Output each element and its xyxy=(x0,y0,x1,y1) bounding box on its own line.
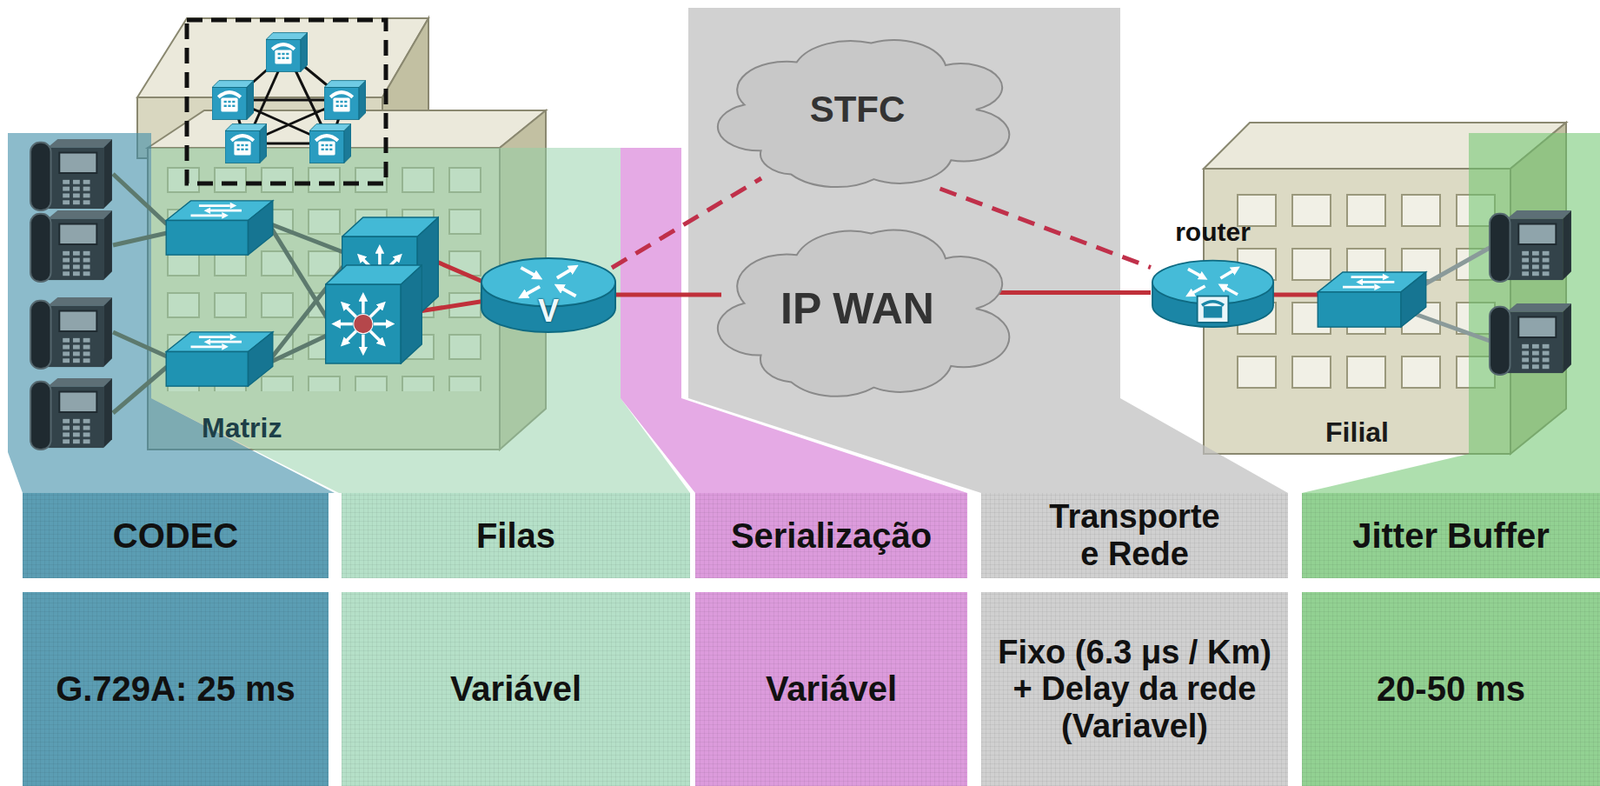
node-label: IP WAN xyxy=(780,284,935,333)
header-band: Filas xyxy=(341,492,691,578)
wan-link xyxy=(995,290,1151,295)
node-label: Fixo (6.3 μs / Km) + Delay da rede (Vari… xyxy=(988,633,1282,745)
voice-router xyxy=(481,258,616,332)
node-label: Transporte e Rede xyxy=(1039,497,1231,572)
value-band: 20-50 ms xyxy=(1301,591,1600,786)
delay-regions xyxy=(7,7,1600,493)
queue-region xyxy=(151,147,691,493)
building: Filial xyxy=(1203,168,1511,454)
node-label: Jitter Buffer xyxy=(1352,516,1550,556)
access-switch xyxy=(165,200,273,255)
value-band: Fixo (6.3 μs / Km) + Delay da rede (Vari… xyxy=(981,591,1288,786)
node-label: Variável xyxy=(765,669,897,709)
node-label: router xyxy=(1150,217,1275,247)
header-band: Transporte e Rede xyxy=(981,492,1288,578)
call-manager-cluster xyxy=(186,19,386,184)
access-switch xyxy=(165,331,273,386)
multilayer-switch xyxy=(325,265,423,364)
wan-link-matriz xyxy=(613,292,722,298)
value-band: Variável xyxy=(341,591,691,786)
cloud-outline xyxy=(717,39,1010,187)
node-label: Serialização xyxy=(730,516,932,556)
access-switch xyxy=(1317,272,1426,327)
cloud-outline xyxy=(717,230,1010,397)
lan-wires xyxy=(112,173,348,413)
node-label: STFC xyxy=(809,88,906,130)
filial-phone xyxy=(1489,303,1572,375)
cloud: STFC xyxy=(719,30,996,189)
node-label: Matriz xyxy=(201,412,282,445)
voice-gateway-icon xyxy=(1150,257,1275,329)
pstn-link xyxy=(940,188,1151,268)
filial-wires xyxy=(1270,247,1490,341)
header-band: CODEC xyxy=(22,492,329,578)
pstn-link-matriz xyxy=(611,178,762,268)
value-band: Variável xyxy=(695,591,968,786)
transport-region xyxy=(688,7,1288,493)
filial-phone xyxy=(1489,210,1572,282)
cloud: IP WAN xyxy=(719,219,996,399)
header-band: Jitter Buffer xyxy=(1301,492,1600,578)
node-label: G.729A: 25 ms xyxy=(55,669,296,709)
value-band: G.729A: 25 ms xyxy=(22,591,329,786)
node-label: CODEC xyxy=(112,516,239,556)
node-label: Variável xyxy=(450,669,582,709)
node-label: Filial xyxy=(1203,417,1511,449)
node-label: 20-50 ms xyxy=(1376,669,1526,709)
router-node: router xyxy=(1150,217,1275,329)
matriz-phones xyxy=(30,139,113,450)
building: Matriz xyxy=(147,147,500,450)
router-letter: V xyxy=(521,295,576,327)
header-band: Serialização xyxy=(695,492,968,578)
node-label: Filas xyxy=(476,516,556,556)
